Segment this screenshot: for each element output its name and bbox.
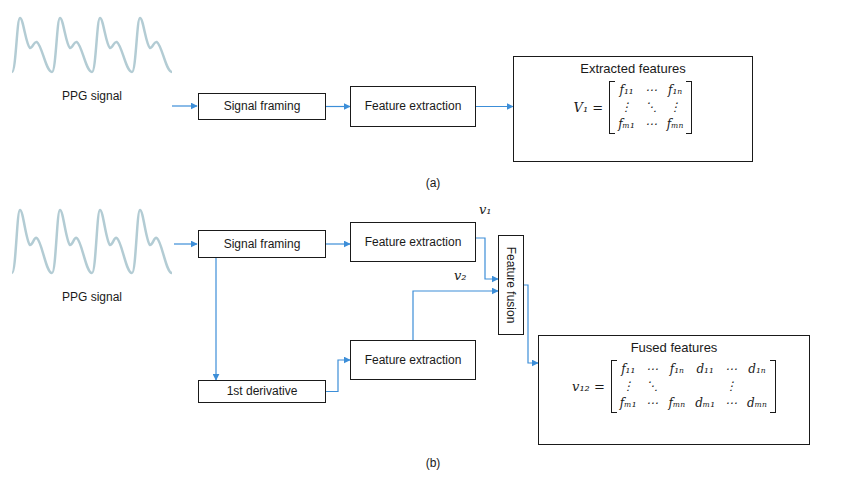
matrix-entry: ⋯ <box>645 83 657 98</box>
matrix-entry: d₁₁ <box>695 362 715 377</box>
ppg-waveform <box>12 210 172 273</box>
flow-arrow <box>326 360 350 392</box>
flow-arrow <box>413 291 498 340</box>
panel-label: (a) <box>426 176 441 190</box>
matrix-entry: fₘ₁ <box>618 117 635 132</box>
matrix-entry: dₘ₁ <box>695 396 715 411</box>
flow-arrow <box>326 243 350 244</box>
ppg-waveform <box>12 18 172 72</box>
matrix-entry: fₘ₁ <box>620 396 637 411</box>
box-label: Signal framing <box>224 99 301 113</box>
matrix-entry: fₘₙ <box>668 396 685 411</box>
matrix-entry: ⋱ <box>646 379 658 394</box>
process-box: Signal framing <box>198 93 326 120</box>
matrix: f₁₁ ⋯ f₁ₙ ⋮ ⋱ ⋮ fₘ₁ ⋯ fₘₙ <box>609 81 692 134</box>
process-box: 1st derivative <box>198 380 326 403</box>
matrix-entry: ⋱ <box>645 100 657 115</box>
process-box: Feature extraction <box>350 86 476 127</box>
matrix-row: V₁ = f₁₁ ⋯ f₁ₙ ⋮ ⋱ ⋮ fₘ₁ ⋯ fₘₙ <box>574 81 693 134</box>
process-box: Signal framing <box>198 230 326 258</box>
matrix: f₁₁ ⋯ f₁ₙ d₁₁ ⋯ d₁ₙ ⋮ ⋱ ⋮ fₘ₁ ⋯ fₘₙ dₘ₁ ⋯ dₘₙ <box>611 360 776 413</box>
matrix-entry: f₁₁ <box>620 362 637 377</box>
matrix-bracket <box>609 81 615 134</box>
matrix-name: V₁ = <box>574 100 604 115</box>
matrix-bracket <box>611 360 617 413</box>
matrix-entry: ⋯ <box>646 362 658 377</box>
box-label: Signal framing <box>224 237 301 251</box>
caption-label: PPG signal <box>62 89 122 103</box>
matrix-entry: f₁ₙ <box>667 83 684 98</box>
matrix-bracket <box>770 360 776 413</box>
box-label: 1st derivative <box>227 384 298 398</box>
matrix-entry: f₁ₙ <box>668 362 685 377</box>
flow-arrow <box>326 106 350 107</box>
flow-arrow <box>476 106 513 107</box>
box-label: Feature fusion <box>504 247 518 324</box>
signal-arrow <box>174 243 197 244</box>
box-label: Feature extraction <box>365 99 462 113</box>
matrix-entry: ⋮ <box>618 100 635 115</box>
signal-name: v₂ <box>454 268 467 283</box>
output-box: Fused features v₁₂ = f₁₁ ⋯ f₁ₙ d₁₁ ⋯ d₁ₙ ⋮ ⋱ ⋮ fₘ₁ ⋯… <box>538 335 810 445</box>
box-label: Feature extraction <box>365 353 462 367</box>
signal-name: v₁ <box>479 202 492 217</box>
process-box: Feature extraction <box>350 340 476 380</box>
output-box: Extracted features V₁ = f₁₁ ⋯ f₁ₙ ⋮ ⋱ ⋮ fₘ₁ ⋯ fₘₙ <box>513 56 753 162</box>
matrix-entry: ⋯ <box>725 362 737 377</box>
matrix-entry: ⋮ <box>725 379 737 394</box>
matrix-entry: fₘₙ <box>667 117 684 132</box>
matrix-name: v₁₂ = <box>572 379 605 394</box>
flow-arrow <box>524 285 538 363</box>
box-label: Feature extraction <box>365 235 462 249</box>
matrix-entry: ⋮ <box>667 100 684 115</box>
matrix-entry: d₁ₙ <box>747 362 767 377</box>
matrix-entry: ⋯ <box>725 396 737 411</box>
signal-arrow <box>172 105 197 106</box>
box-heading: Fused features <box>631 340 718 356</box>
fusion-box: Feature fusion <box>498 235 524 335</box>
matrix-entry: ⋮ <box>620 379 637 394</box>
matrix-entry: dₘₙ <box>747 396 767 411</box>
matrix-entry: ⋯ <box>645 117 657 132</box>
matrix-row: v₁₂ = f₁₁ ⋯ f₁ₙ d₁₁ ⋯ d₁ₙ ⋮ ⋱ ⋮ fₘ₁ ⋯ fₘₙ dₘ₁ ⋯ dₘₙ <box>572 360 776 413</box>
caption-label: PPG signal <box>62 290 122 304</box>
process-box: Feature extraction <box>350 222 476 262</box>
flow-arrow <box>215 258 216 380</box>
matrix-entry: f₁₁ <box>618 83 635 98</box>
box-heading: Extracted features <box>580 61 686 77</box>
flow-arrow <box>476 238 498 279</box>
matrix-bracket <box>686 81 692 134</box>
panel-label: (b) <box>426 456 441 470</box>
matrix-entry: ⋯ <box>646 396 658 411</box>
